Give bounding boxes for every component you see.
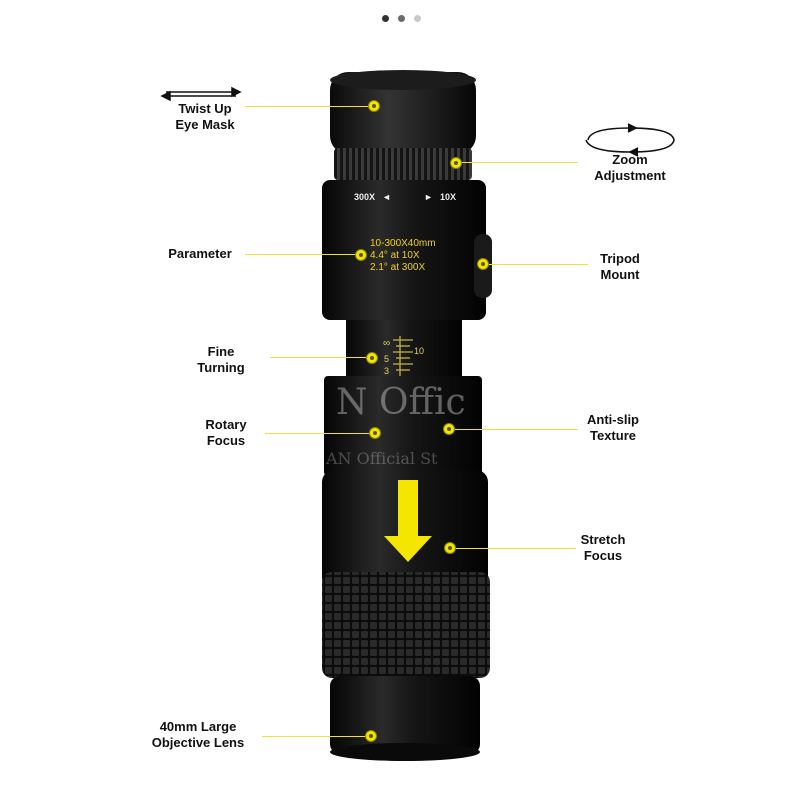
label-fine-turning: Fine Turning	[197, 344, 245, 375]
leader-antislip	[448, 429, 578, 430]
leader-fine	[270, 357, 370, 358]
carousel-dot-2[interactable]	[398, 15, 405, 22]
label-anti-slip-texture: Anti-slip Texture	[587, 412, 639, 443]
upper-body	[322, 180, 486, 320]
label-stretch-focus: Stretch Focus	[580, 532, 626, 563]
leader-parameter	[245, 254, 361, 255]
leader-rotary	[265, 433, 375, 434]
rotate-icon	[585, 123, 675, 157]
marker-tripod	[477, 258, 489, 270]
objective-barrel	[330, 676, 480, 754]
marker-stretch	[444, 542, 456, 554]
zoom-ring	[334, 148, 472, 180]
eye-cup-top	[330, 70, 476, 90]
zoom-max-text: 10X	[440, 192, 456, 202]
leader-zoom	[460, 162, 578, 163]
label-twist-up-eye-mask: Twist Up Eye Mask	[175, 101, 235, 132]
stretch-arrow	[384, 480, 432, 562]
marker-fine	[366, 352, 378, 364]
svg-text:◄: ◄	[382, 192, 391, 202]
eye-cup	[330, 72, 476, 154]
leader-eye-mask	[245, 106, 373, 107]
marker-eye-mask	[368, 100, 380, 112]
watermark: N Offic	[336, 382, 466, 423]
objective-end	[330, 743, 480, 761]
carousel-dot-3[interactable]	[414, 15, 421, 22]
rotary-focus-section	[324, 376, 482, 476]
label-zoom-adjustment: Zoom Adjustment	[594, 152, 666, 183]
leader-stretch	[450, 548, 576, 549]
focus-scale-10: 10	[414, 346, 424, 356]
carousel-dot-1[interactable]	[382, 15, 389, 22]
carousel-indicator	[382, 15, 421, 22]
marker-antislip	[443, 423, 455, 435]
spec-line-3: 2.1° at 300X	[370, 262, 425, 273]
marker-zoom	[450, 157, 462, 169]
focus-scale	[393, 336, 413, 376]
leader-tripod	[484, 264, 588, 265]
label-rotary-focus: Rotary Focus	[205, 417, 247, 448]
focus-scale-5: 5	[384, 354, 389, 364]
zoom-min-text: 300X	[354, 192, 375, 202]
marker-objective	[365, 730, 377, 742]
spec-line-1: 10-300X40mm	[370, 238, 436, 249]
focus-scale-3: 3	[384, 366, 389, 376]
twist-arrows-icon	[160, 86, 242, 102]
knurled-grip	[322, 572, 490, 678]
fine-focus-ring	[346, 320, 462, 376]
focus-scale-infinity: ∞	[383, 338, 390, 349]
watermark-2: AN Official St	[325, 449, 438, 468]
label-tripod-mount: Tripod Mount	[600, 251, 640, 282]
marker-rotary	[369, 427, 381, 439]
spec-line-2: 4.4° at 10X	[370, 250, 420, 261]
leader-objective	[262, 736, 370, 737]
marker-parameter	[355, 249, 367, 261]
svg-text:►: ►	[424, 192, 433, 202]
label-objective-lens: 40mm Large Objective Lens	[151, 719, 245, 750]
label-parameter: Parameter	[168, 246, 232, 261]
